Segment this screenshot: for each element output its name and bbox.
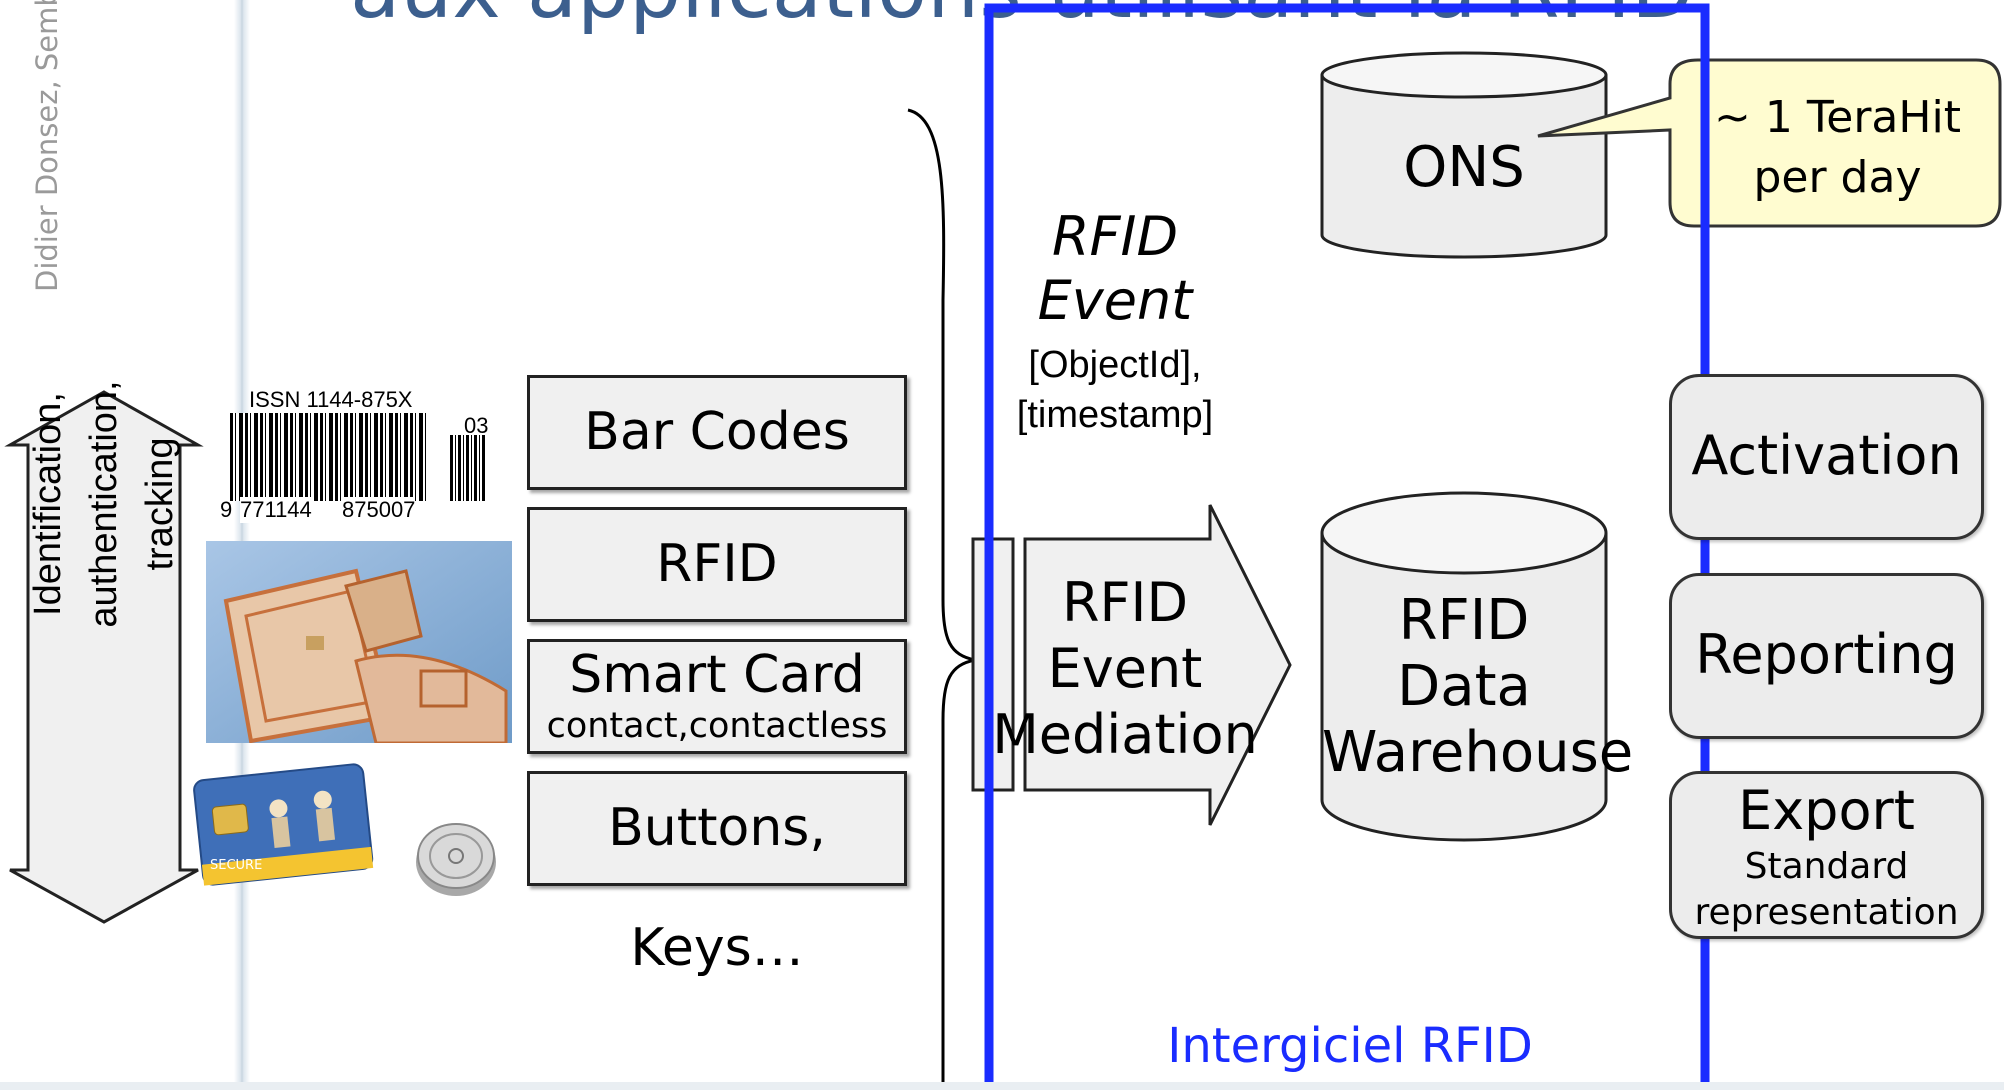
axis-label-line: Identification, — [27, 392, 69, 616]
mediation-arrow — [1023, 504, 1292, 826]
barcode-digit: 9 — [220, 497, 233, 522]
ons-cylinder — [1320, 51, 1608, 259]
warehouse-line: RFID — [1398, 588, 1530, 653]
barcode-digits-left: 771144 — [240, 497, 312, 523]
app-sublabel: representation — [1694, 892, 1959, 933]
rfid-event-fields: [ObjectId], [timestamp] — [1000, 340, 1230, 440]
ons-label: ONS — [1403, 135, 1525, 200]
mediation-line: RFID — [1061, 571, 1189, 634]
card-brand: SECURE — [210, 858, 263, 873]
tech-box-smart-card: Smart Card contact,contactless — [527, 639, 907, 754]
tech-box-bar-codes: Bar Codes — [527, 375, 907, 490]
mediation-label: RFID Event Mediation — [985, 570, 1265, 768]
app-box-activation: Activation — [1669, 374, 1984, 540]
barcode-image: ISSN 1144-875X 03 9 771144 875007 — [212, 383, 498, 523]
tech-label: RFID — [656, 534, 778, 594]
issn-text: ISSN 1144-875X — [249, 387, 413, 412]
middleware-label: Intergiciel RFID — [1167, 1018, 1533, 1074]
app-box-reporting: Reporting — [1669, 573, 1984, 739]
mediation-line: Mediation — [992, 703, 1258, 766]
warehouse-line: Warehouse — [1322, 720, 1634, 785]
rfid-event-title: RFID Event — [1015, 205, 1215, 333]
event-title-line: RFID — [1051, 205, 1179, 268]
event-title-line: Event — [1037, 269, 1193, 332]
barcode-addon-bars — [450, 435, 486, 501]
smart-card-image — [193, 763, 374, 886]
tech-sublabel: contact,contactless — [546, 706, 888, 746]
callout-line: per day — [1753, 152, 1922, 203]
warehouse-label: RFID Data Warehouse — [1322, 588, 1634, 786]
ibutton-image — [416, 823, 496, 896]
app-label: Activation — [1691, 424, 1962, 487]
tech-label: Smart Card — [569, 645, 865, 705]
barcode-digits-right: 875007 — [342, 497, 416, 523]
rfid-tags-image — [206, 541, 512, 743]
callout-text: ~ 1 TeraHit per day — [1675, 88, 2000, 208]
app-label: Reporting — [1695, 623, 1958, 686]
axis-label-line: authentication, — [83, 380, 125, 628]
barcode-bars — [230, 413, 426, 501]
tech-label: Bar Codes — [584, 402, 850, 462]
app-label: Export — [1738, 779, 1915, 842]
double-arrow — [4, 390, 204, 924]
curly-brace — [907, 108, 976, 1090]
event-field: [timestamp] — [1016, 394, 1214, 436]
callout-bubble — [1537, 58, 2002, 228]
tech-box-rfid: RFID — [527, 507, 907, 622]
mediation-line: Event — [1047, 637, 1203, 700]
event-field: [ObjectId], — [1028, 344, 1202, 386]
axis-label: Identification, authentication, tracking — [20, 254, 188, 754]
tech-label: Buttons, Keys… — [608, 798, 826, 978]
app-sublabel: Standard — [1744, 846, 1909, 887]
axis-label-line: tracking — [139, 437, 181, 571]
app-box-export: Export Standard representation — [1669, 771, 1984, 939]
barcode-addon: 03 — [464, 413, 489, 438]
warehouse-line: Data — [1397, 654, 1531, 719]
tech-box-buttons-keys: Buttons, Keys… — [527, 771, 907, 978]
warehouse-cylinder — [1320, 491, 1608, 842]
callout-line: ~ 1 TeraHit — [1714, 92, 1961, 143]
